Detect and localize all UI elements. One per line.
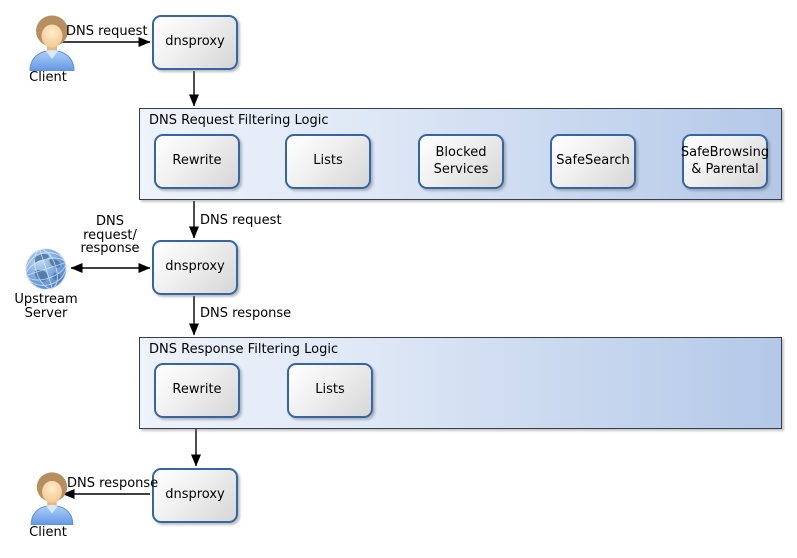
edge-label-final-response: DNS response (67, 476, 159, 491)
dnsproxy-node-middle: dnsproxy (152, 240, 238, 295)
edge-label-filtered-request: DNS request (200, 213, 282, 228)
dnsproxy-node-bottom: dnsproxy (152, 468, 238, 523)
dnsproxy-node-top: dnsproxy (152, 15, 238, 70)
response-filtering-container: DNS Response Filtering Logic Rewrite Lis… (139, 337, 782, 429)
filter-step-lists-response: Lists (287, 363, 373, 418)
request-filtering-title: DNS Request Filtering Logic (149, 113, 329, 128)
client-bottom-label: Client (29, 525, 67, 540)
filter-step-lists: Lists (285, 134, 371, 189)
upstream-server-label: Upstream Server (14, 292, 78, 321)
filter-step-blocked-services: Blocked Services (418, 134, 504, 189)
client-top-label: Client (29, 70, 67, 85)
edge-label-upstream: DNS request/ response (80, 214, 140, 256)
filter-step-rewrite-response: Rewrite (154, 363, 240, 418)
edge-label-client-request: DNS request (66, 24, 148, 39)
client-icon (28, 13, 76, 72)
filter-step-safebrowsing: SafeBrowsing & Parental (681, 134, 769, 189)
upstream-server-icon (24, 247, 68, 291)
request-filtering-container: DNS Request Filtering Logic Rewrite List… (139, 108, 782, 200)
edge-label-response: DNS response (200, 306, 292, 321)
filter-step-rewrite: Rewrite (154, 134, 240, 189)
client-icon-bottom (28, 470, 76, 526)
filter-step-safesearch: SafeSearch (550, 134, 636, 189)
response-filtering-title: DNS Response Filtering Logic (149, 342, 339, 357)
